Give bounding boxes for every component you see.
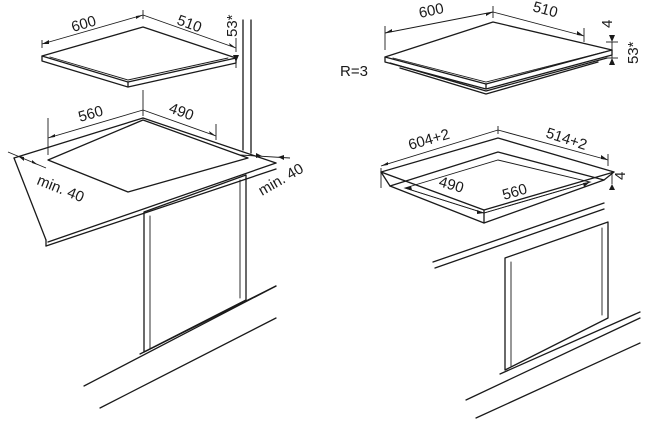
right-cut-depth-label: 490 <box>437 174 466 197</box>
left-top-depth-label: 510 <box>175 12 204 37</box>
left-top-width-label: 600 <box>69 13 98 36</box>
left-cut-depth-label: 490 <box>167 100 196 125</box>
right-rebate-depth-label: 514+2 <box>544 125 589 154</box>
right-top-depth-label: 510 <box>531 0 560 21</box>
left-min-front-label: min. 40 <box>35 172 87 206</box>
right-dimension-lines <box>380 6 618 214</box>
right-rebate-width-label: 604+2 <box>406 126 451 154</box>
right-worktop <box>380 137 641 419</box>
left-min-side-label: min. 40 <box>256 160 307 199</box>
right-thickness-label: 4 <box>599 20 616 28</box>
right-cut-width-label: 560 <box>500 181 529 204</box>
right-height-label: 53* <box>625 41 642 64</box>
left-dimension-lines <box>7 10 291 169</box>
right-top-width-label: 600 <box>417 0 445 22</box>
right-radius-label: R=3 <box>340 63 368 80</box>
left-cut-width-label: 560 <box>76 103 105 126</box>
left-top-height-label: 53* <box>224 14 241 37</box>
dimension-labels: 600 510 53* 560 490 min. 40 min. 40 600 … <box>35 0 642 206</box>
right-arrowheads <box>381 12 615 214</box>
right-rebate-thickness-label: 4 <box>612 172 629 180</box>
left-worktop <box>13 19 277 409</box>
left-arrowheads <box>18 15 284 165</box>
